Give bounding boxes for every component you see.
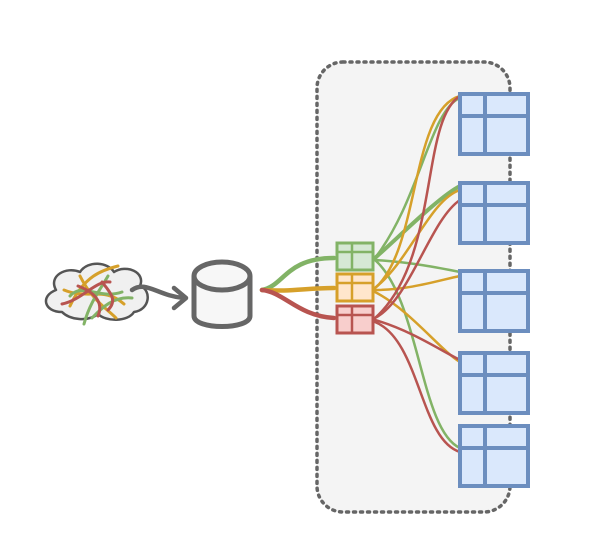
- bucket-red: [335, 304, 375, 335]
- table-4: [458, 351, 530, 415]
- connector-gold: [259, 285, 337, 293]
- table-3: [458, 269, 530, 333]
- bucket-green: [335, 241, 375, 272]
- link-green-2: [373, 184, 462, 260]
- link-red-1: [373, 94, 462, 320]
- link-red-2: [373, 198, 462, 320]
- link-red-4: [373, 320, 462, 454]
- link-red-3: [373, 318, 462, 362]
- link-green-4: [373, 258, 462, 450]
- link-gold-1: [373, 94, 462, 290]
- cloud-icon: [44, 262, 149, 326]
- arrow-right-icon: [129, 284, 189, 311]
- table-5: [458, 424, 530, 488]
- link-gold-3: [373, 274, 462, 292]
- table-2: [458, 181, 530, 245]
- table-1: [458, 92, 530, 156]
- database-icon: [191, 259, 253, 329]
- link-green-3: [373, 258, 462, 274]
- connector-red: [259, 287, 337, 321]
- bucket-gold: [335, 272, 375, 303]
